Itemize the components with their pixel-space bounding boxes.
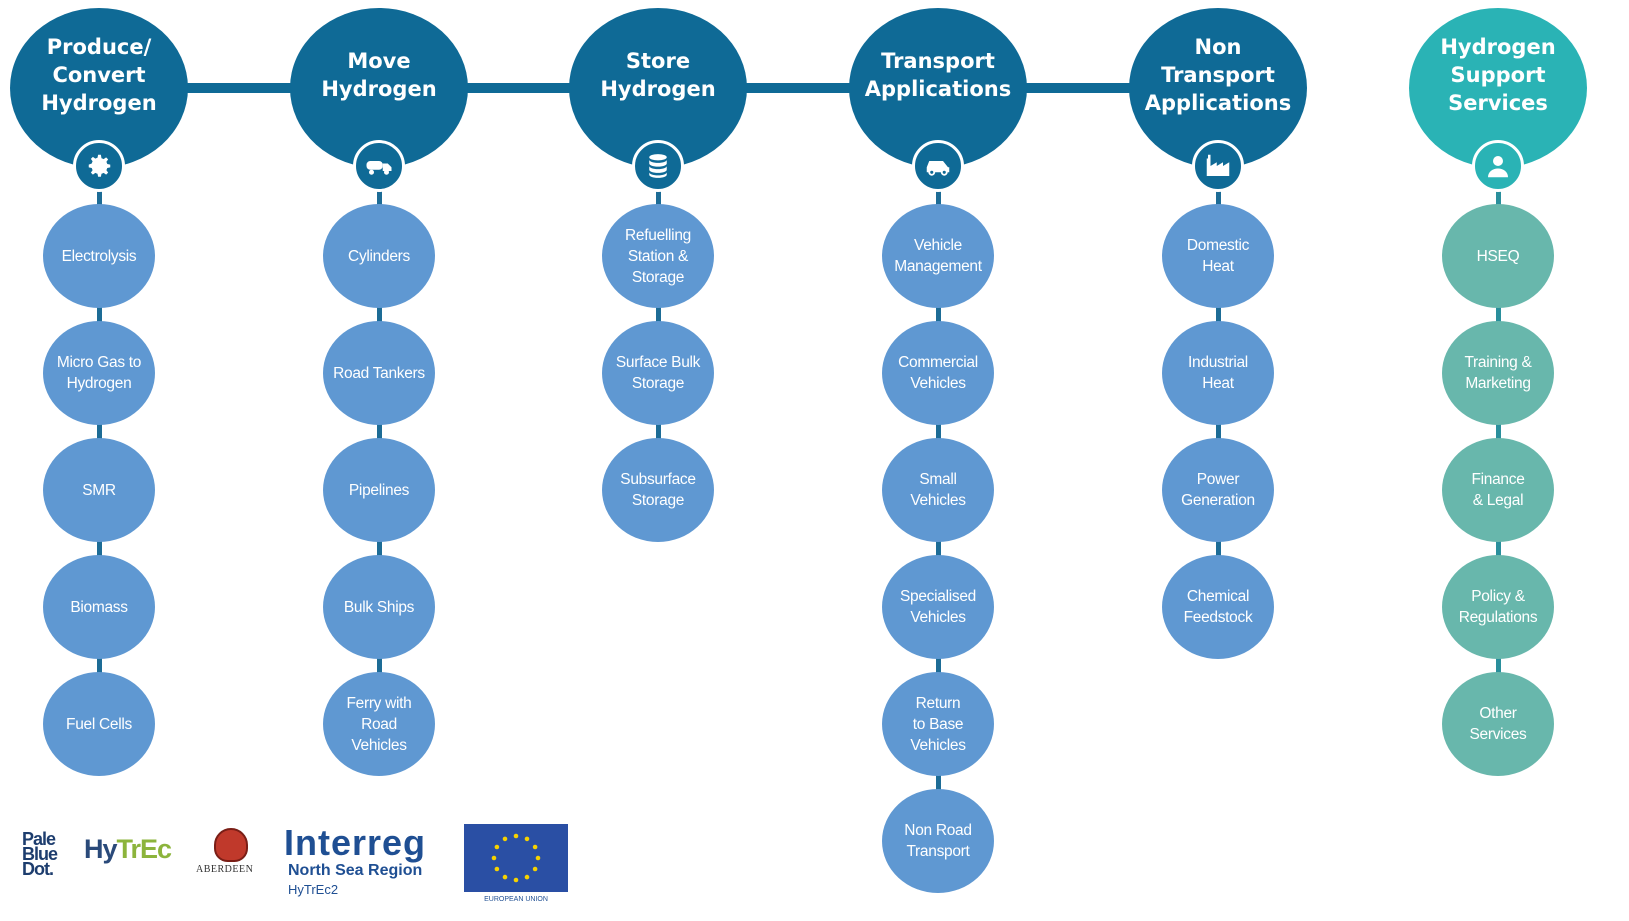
value-chain-node: Bulk Ships <box>323 555 435 659</box>
eu-star <box>532 844 538 850</box>
hytrec-logo-trec: TrEc <box>116 834 173 864</box>
value-chain-node: HSEQ <box>1442 204 1554 308</box>
hytrec-logo: HyTrEc <box>84 834 173 865</box>
eu-star <box>524 836 530 842</box>
eu-flag-stars <box>464 824 568 892</box>
connector-line <box>1008 83 1148 93</box>
value-chain-node: Training & Marketing <box>1442 321 1554 425</box>
eu-star <box>502 874 508 880</box>
column-heading-title: Hydrogen Support Services <box>1440 35 1556 115</box>
value-chain-node: Vehicle Management <box>882 204 994 308</box>
eu-label: EUROPEAN UNION <box>484 896 548 903</box>
column-heading-title: Store Hydrogen <box>600 49 716 101</box>
value-chain-node: Commercial Vehicles <box>882 321 994 425</box>
value-chain-node: Other Services <box>1442 672 1554 776</box>
column-heading: Non Transport Applications <box>1129 8 1307 168</box>
aberdeen-logo: ABERDEEN <box>196 864 254 875</box>
value-chain-node: Non Road Transport <box>882 789 994 893</box>
connector-line <box>728 83 868 93</box>
factory-icon <box>1192 140 1244 192</box>
value-chain-node: Ferry with Road Vehicles <box>323 672 435 776</box>
eu-star <box>532 866 538 872</box>
value-chain-node: Specialised Vehicles <box>882 555 994 659</box>
eu-star <box>494 866 500 872</box>
value-chain-node: Surface Bulk Storage <box>602 321 714 425</box>
pale-blue-dot-logo: Pale Blue Dot. <box>22 829 58 879</box>
database-icon <box>632 140 684 192</box>
column-heading-title: Transport Applications <box>864 49 1012 101</box>
value-chain-node: Domestic Heat <box>1162 204 1274 308</box>
eu-star <box>513 877 519 883</box>
eu-star <box>524 874 530 880</box>
value-chain-node: Road Tankers <box>323 321 435 425</box>
car-icon <box>912 140 964 192</box>
value-chain-node: SMR <box>43 438 155 542</box>
hytrec2-label: HyTrEc2 <box>288 882 339 897</box>
eu-star <box>535 855 541 861</box>
hytrec-logo-hy: Hy <box>84 834 118 864</box>
value-chain-node: Chemical Feedstock <box>1162 555 1274 659</box>
partner-logos: Pale Blue Dot. HyTrEc ABERDEEN Interreg … <box>18 822 578 918</box>
value-chain-node: Small Vehicles <box>882 438 994 542</box>
value-chain-node: Cylinders <box>323 204 435 308</box>
value-chain-node: Subsurface Storage <box>602 438 714 542</box>
column-heading-title: Produce/ Convert Hydrogen <box>41 35 157 115</box>
value-chain-node: Micro Gas to Hydrogen <box>43 321 155 425</box>
eu-star <box>513 833 519 839</box>
eu-star <box>491 855 497 861</box>
value-chain-node: Electrolysis <box>43 204 155 308</box>
eu-flag-icon <box>464 824 568 892</box>
person-icon <box>1472 140 1524 192</box>
value-chain-node: Pipelines <box>323 438 435 542</box>
value-chain-node: Policy & Regulations <box>1442 555 1554 659</box>
value-chain-node: Power Generation <box>1162 438 1274 542</box>
connector-line <box>169 83 309 93</box>
column-heading-title: Non Transport Applications <box>1144 35 1292 115</box>
truck-icon <box>353 140 405 192</box>
aberdeen-crest-icon <box>214 828 248 862</box>
connector-line <box>449 83 588 93</box>
north-sea-region-label: North Sea Region <box>288 862 423 879</box>
value-chain-node: Return to Base Vehicles <box>882 672 994 776</box>
value-chain-node: Finance & Legal <box>1442 438 1554 542</box>
value-chain-node: Fuel Cells <box>43 672 155 776</box>
eu-star <box>502 836 508 842</box>
value-chain-node: Biomass <box>43 555 155 659</box>
column-heading-title: Move Hydrogen <box>321 49 437 101</box>
interreg-logo: Interreg <box>284 822 427 863</box>
value-chain-node: Industrial Heat <box>1162 321 1274 425</box>
gear-icon <box>73 140 125 192</box>
eu-star <box>494 844 500 850</box>
value-chain-node: Refuelling Station & Storage <box>602 204 714 308</box>
